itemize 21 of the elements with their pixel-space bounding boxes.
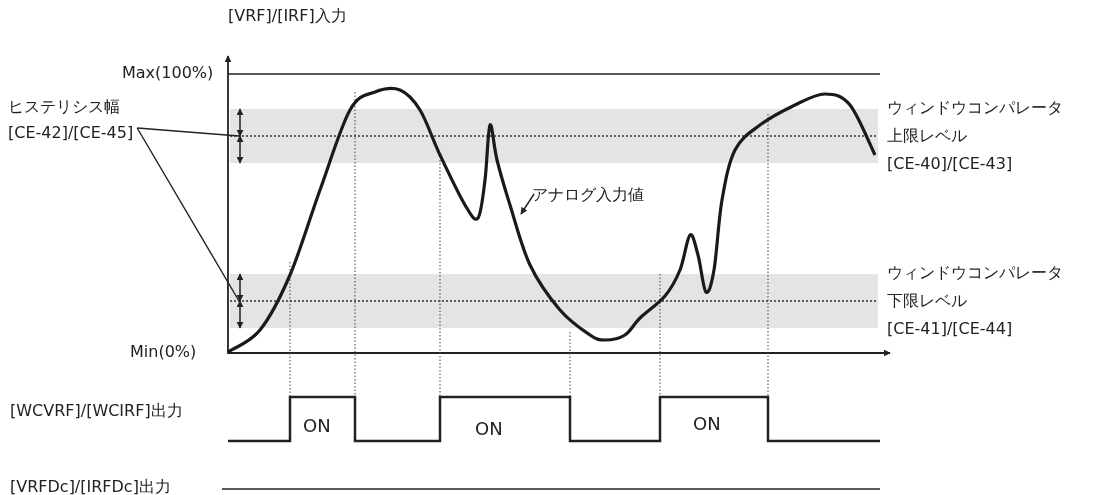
- parameter-label: [CE-41]/[CE-44]: [887, 319, 1013, 339]
- level-label: 上限レベル: [887, 126, 967, 146]
- level-label: ウィンドウコンパレータ: [887, 263, 1063, 283]
- signal-label: [VRFDc]/[IRFDc]出力: [10, 477, 171, 495]
- annotation-label: [CE-42]/[CE-45]: [8, 122, 134, 144]
- state-label: ON: [475, 419, 503, 439]
- parameter-label: [CE-40]/[CE-43]: [887, 154, 1013, 174]
- axis-tick-label: Min(0%): [130, 342, 197, 362]
- state-label: ON: [303, 416, 331, 436]
- annotation-label: アナログ入力値: [532, 184, 644, 206]
- leader-line: [136, 127, 240, 302]
- leader-arrow: [520, 193, 535, 215]
- axis-tick-label: Max(100%): [122, 63, 214, 83]
- level-label: ウィンドウコンパレータ: [887, 98, 1063, 118]
- annotation-label: ヒステリシス幅: [8, 96, 121, 118]
- level-label: 下限レベル: [887, 291, 967, 311]
- state-label: ON: [693, 414, 721, 434]
- leader-line: [136, 127, 240, 137]
- signal-label: [WCVRF]/[WCIRF]出力: [10, 401, 183, 421]
- analog-input-curve: [227, 87, 877, 354]
- axis-title: [VRF]/[IRF]入力: [228, 6, 347, 26]
